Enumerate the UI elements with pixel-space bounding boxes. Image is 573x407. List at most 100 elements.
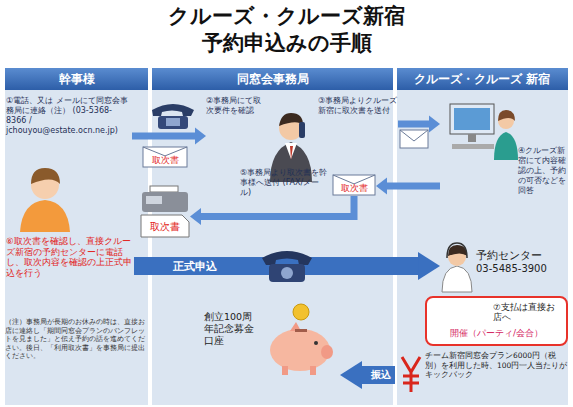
arrow-shaft <box>398 121 430 128</box>
monitor-screen <box>454 108 490 130</box>
step-text-box: ⑤事務局より取次書を幹事様へ送付 (FAX/メール) <box>240 168 328 202</box>
telephone-dial <box>166 118 180 126</box>
arrow-label: 振込 <box>371 368 391 382</box>
envelope-outline <box>333 175 375 195</box>
step-text-box: ①電話、又は メールにて同窓会事務局に連絡（注） (03-5368-8366 /… <box>6 96 132 166</box>
header-text: 同窓会事務局 <box>237 72 309 87</box>
phone-receiver <box>299 122 305 138</box>
document-sheet: 取次書 <box>140 214 190 238</box>
telephone-icon <box>262 251 312 282</box>
lane-header: 同窓会事務局 <box>152 68 393 90</box>
document-label: 取次書 <box>152 150 179 165</box>
pig-body <box>270 329 330 371</box>
envelope-outline <box>143 147 187 167</box>
telephone-handset <box>152 104 194 116</box>
pig-leg <box>310 366 316 375</box>
flow-arrow <box>398 116 440 133</box>
pig-leg <box>282 366 288 375</box>
document-label: 取次書 <box>150 221 180 232</box>
arrow-head <box>195 128 206 145</box>
lane-header: クルーズ・クルーズ 新宿 <box>397 68 568 90</box>
fax-body <box>142 192 188 212</box>
telephone-handset <box>262 251 312 265</box>
lane-background <box>5 90 148 405</box>
monitor-stand <box>468 134 476 142</box>
pig-snout <box>321 345 333 359</box>
fax-machine <box>142 186 188 212</box>
arrow-head <box>376 177 387 194</box>
flow-arrow <box>340 361 395 389</box>
coin-slot <box>295 329 307 332</box>
diagram-title: クルーズ・クルーズ新宿 予約申込みの手順 <box>100 3 473 57</box>
arrow-head <box>429 116 440 133</box>
step-text-box: ⑥取次書を確認し、直接クルーズ新宿の予約センターに電話し、取次内容を確認の上正式… <box>6 236 134 300</box>
payment-text: ⑦支払は直接お店へ <box>493 302 562 322</box>
reservation-center: 予約センター03-5485-3900 <box>440 240 568 292</box>
fax-panel <box>146 196 162 204</box>
arrow-head <box>190 208 201 225</box>
step-text: ③事務局よりクルーズ新宿に取次書を送付 <box>318 96 398 116</box>
fax-paper <box>150 186 178 192</box>
step-text-box: ②事務局にて取次要件を確認 <box>206 96 268 142</box>
yen-symbol <box>402 357 420 392</box>
gold-coin <box>293 304 309 320</box>
arrow-shaft <box>132 132 196 139</box>
phone-number: 03-5485-3900 <box>476 262 568 276</box>
lane-header: 幹事様 <box>5 68 148 90</box>
envelope-flap <box>400 130 428 141</box>
step-text: ④クルーズ新宿にて内容確認の上、予約の可否などを回答 <box>518 146 570 196</box>
call-center-figure <box>442 243 472 292</box>
flow-arrow <box>190 196 354 225</box>
plan-text: チーム新宿同窓会プラン6000円（税別）を利用した時、100円一人当たりがキック… <box>425 351 568 380</box>
step-text: ⑥取次書を確認し、直接クルーズ新宿の予約センターに電話し、取次内容を確認の上正式… <box>6 236 134 278</box>
arrow-shaft <box>386 182 440 189</box>
payment-box: ⑦支払は直接お店へ開催（パーティ/会合） <box>425 296 568 346</box>
step-text: ⑤事務局より取次書を幹事様へ送付 (FAX/メール) <box>240 168 328 198</box>
agent-body <box>442 266 472 292</box>
monitor-frame <box>450 104 494 134</box>
footnote: （注）事務局が長期のお休みの時は、直接お店に連絡し「期間同窓会プランのパンフレッ… <box>5 318 145 361</box>
telephone-dial <box>281 267 293 279</box>
step-text: ①電話、又は メールにて同窓会事務局に連絡（注） (03-5368-8366 /… <box>6 96 132 136</box>
arrow-label: 正式申込 <box>173 259 217 274</box>
yen-strokes <box>402 357 420 392</box>
center-name: 予約センター <box>476 248 568 262</box>
flow-arrow <box>376 177 440 194</box>
flow-arrow <box>132 128 206 145</box>
arrow-shaft <box>134 257 419 275</box>
step-text-box: ③事務局よりクルーズ新宿に取次書を送付 <box>318 96 398 128</box>
operator-hair <box>498 110 515 121</box>
envelope-body <box>400 130 428 148</box>
document-envelope: 取次書 <box>142 146 188 168</box>
step-text-box: ④クルーズ新宿にて内容確認の上、予約の可否などを回答 <box>440 96 570 198</box>
telephone-icon <box>152 104 194 129</box>
arrow-shaft <box>200 196 354 216</box>
pig-eye <box>314 341 318 345</box>
lane-background <box>397 90 568 405</box>
envelope-icon <box>400 130 428 148</box>
arrow-shaft <box>361 366 395 384</box>
telephone-body <box>269 264 305 282</box>
flow-arrow <box>134 252 440 280</box>
document-label: 取次書 <box>341 178 368 193</box>
header-text: 幹事様 <box>59 72 95 87</box>
arrow-head <box>340 361 362 389</box>
header-text: クルーズ・クルーズ 新宿 <box>414 72 550 87</box>
paper-outline <box>141 215 189 237</box>
arrow-head <box>418 252 440 280</box>
telephone-body <box>158 116 188 129</box>
fund-name: 創立100周年記念募金口座 <box>204 311 262 347</box>
fund-account: 創立100周年記念募金口座 <box>200 305 340 385</box>
organizer-body <box>20 200 70 232</box>
kickback-note: チーム新宿同窓会プラン6000円（税別）を利用した時、100円一人当たりがキック… <box>395 348 568 402</box>
operator-body <box>494 132 518 160</box>
organizer-figure <box>20 168 70 232</box>
shirt-collar <box>285 143 297 159</box>
event-text: 開催（パーティ/会合） <box>431 328 562 339</box>
necktie <box>290 146 293 160</box>
step-text: ②事務局にて取次要件を確認 <box>206 96 268 116</box>
document-envelope: 取次書 <box>332 174 376 196</box>
organizer-hair <box>31 168 60 184</box>
